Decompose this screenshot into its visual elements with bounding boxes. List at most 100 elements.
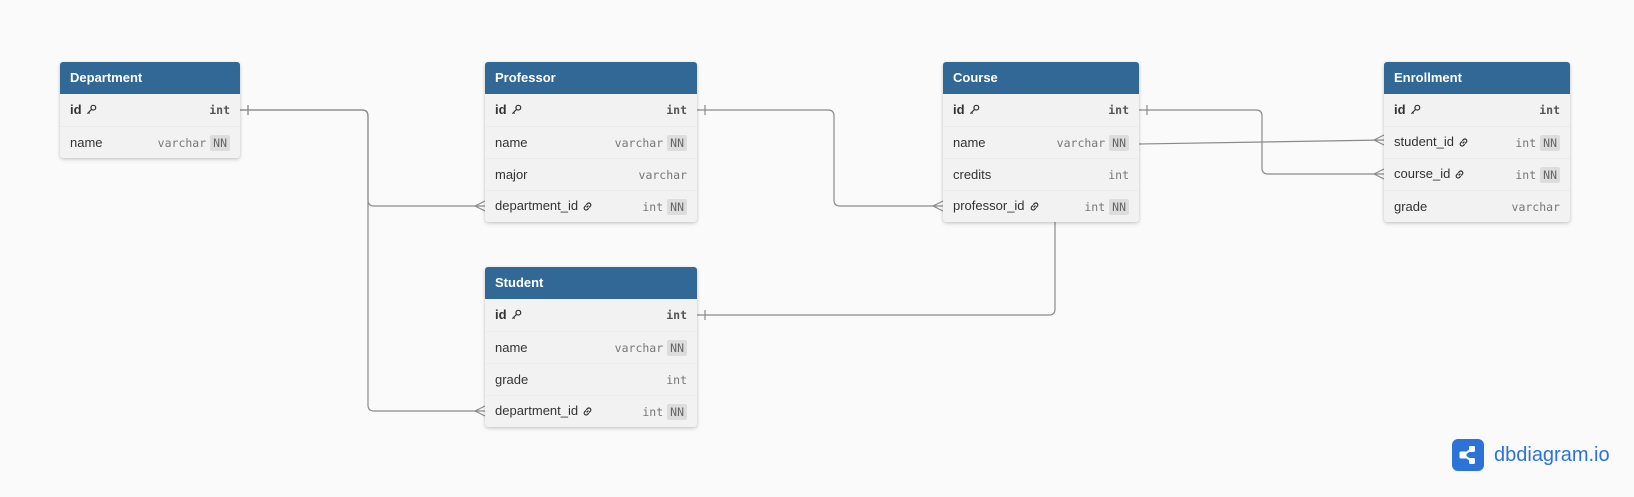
- field-name-text: course_id: [1394, 166, 1451, 182]
- field-name-text: student_id: [1394, 134, 1454, 150]
- not-null-badge: NN: [667, 339, 687, 356]
- field-type: int: [1515, 167, 1537, 182]
- not-null-badge: NN: [667, 134, 687, 151]
- field-type: varchar: [614, 340, 664, 355]
- field-type: int: [1108, 167, 1129, 182]
- relation-course-enrollment: [1139, 109, 1384, 175]
- relation-department-student: [240, 109, 485, 412]
- key-icon: [511, 308, 522, 323]
- link-icon: [1454, 168, 1465, 183]
- link-icon: [582, 200, 593, 215]
- relation-department-professor: [240, 109, 485, 207]
- relation-department-student-many: [474, 405, 486, 417]
- key-icon: [511, 103, 522, 118]
- relation-student-enrollment-seg: [1138, 139, 1385, 145]
- field-name-text: department_id: [495, 198, 579, 214]
- relation-professor-course-many: [932, 200, 944, 212]
- field-type: varchar: [1056, 135, 1106, 150]
- field-name-text: id: [495, 101, 507, 117]
- field-name-text: name: [495, 135, 528, 150]
- field-type: int: [209, 103, 230, 117]
- field-type: int: [666, 308, 687, 322]
- field-name: id: [495, 307, 666, 323]
- field-name: name: [495, 340, 615, 355]
- link-icon: [1029, 200, 1040, 215]
- field-name: professor_id: [953, 198, 1084, 214]
- field-name-text: name: [953, 135, 986, 150]
- brand-name: dbdiagram.io: [1494, 443, 1610, 466]
- field-type: varchar: [638, 167, 687, 182]
- field-name: major: [495, 167, 639, 182]
- field-name: id: [495, 102, 666, 118]
- table-header[interactable]: Student: [485, 267, 697, 299]
- field-name: course_id: [1394, 166, 1515, 182]
- not-null-badge: NN: [1109, 198, 1129, 215]
- field-type: varchar: [1511, 199, 1560, 214]
- field-name: grade: [495, 372, 666, 387]
- field-type: int: [666, 103, 687, 117]
- key-icon: [86, 103, 97, 118]
- relation-department-professor-many: [474, 200, 486, 212]
- field-name-text: professor_id: [953, 198, 1025, 214]
- field-name: id: [70, 102, 209, 118]
- field-row-credits[interactable]: credits int: [943, 158, 1139, 190]
- field-name-text: id: [70, 101, 82, 117]
- field-name: department_id: [495, 198, 642, 214]
- field-name-text: grade: [495, 372, 529, 387]
- field-name-text: id: [953, 101, 965, 117]
- not-null-badge: NN: [667, 198, 687, 215]
- table-header[interactable]: Course: [943, 62, 1139, 94]
- field-row-grade[interactable]: grade varchar: [1384, 190, 1570, 222]
- share-icon: [1452, 439, 1484, 471]
- field-type: int: [642, 404, 664, 419]
- link-icon: [582, 405, 593, 420]
- field-type: int: [642, 199, 664, 214]
- field-row-id[interactable]: id int: [60, 94, 240, 126]
- field-name: name: [953, 135, 1057, 150]
- field-row-id[interactable]: id int: [485, 94, 697, 126]
- relation-course-enrollment-many: [1373, 168, 1385, 180]
- field-name: grade: [1394, 199, 1512, 214]
- field-name: credits: [953, 167, 1108, 182]
- brand-logo[interactable]: dbdiagram.io: [1452, 439, 1610, 471]
- field-name: name: [70, 135, 158, 150]
- table-header[interactable]: Professor: [485, 62, 697, 94]
- field-type: varchar: [157, 135, 207, 150]
- table-header[interactable]: Department: [60, 62, 240, 94]
- table-header[interactable]: Enrollment: [1384, 62, 1570, 94]
- relation-student-enrollment: [697, 222, 1056, 316]
- field-name-text: grade: [1394, 199, 1428, 214]
- link-icon: [1458, 136, 1469, 151]
- field-type: int: [1084, 199, 1106, 214]
- field-name-text: credits: [953, 167, 992, 182]
- not-null-badge: NN: [1109, 134, 1129, 151]
- field-type: varchar: [614, 135, 664, 150]
- relation-student-enrollment-many: [1373, 134, 1385, 146]
- field-name: department_id: [495, 403, 642, 419]
